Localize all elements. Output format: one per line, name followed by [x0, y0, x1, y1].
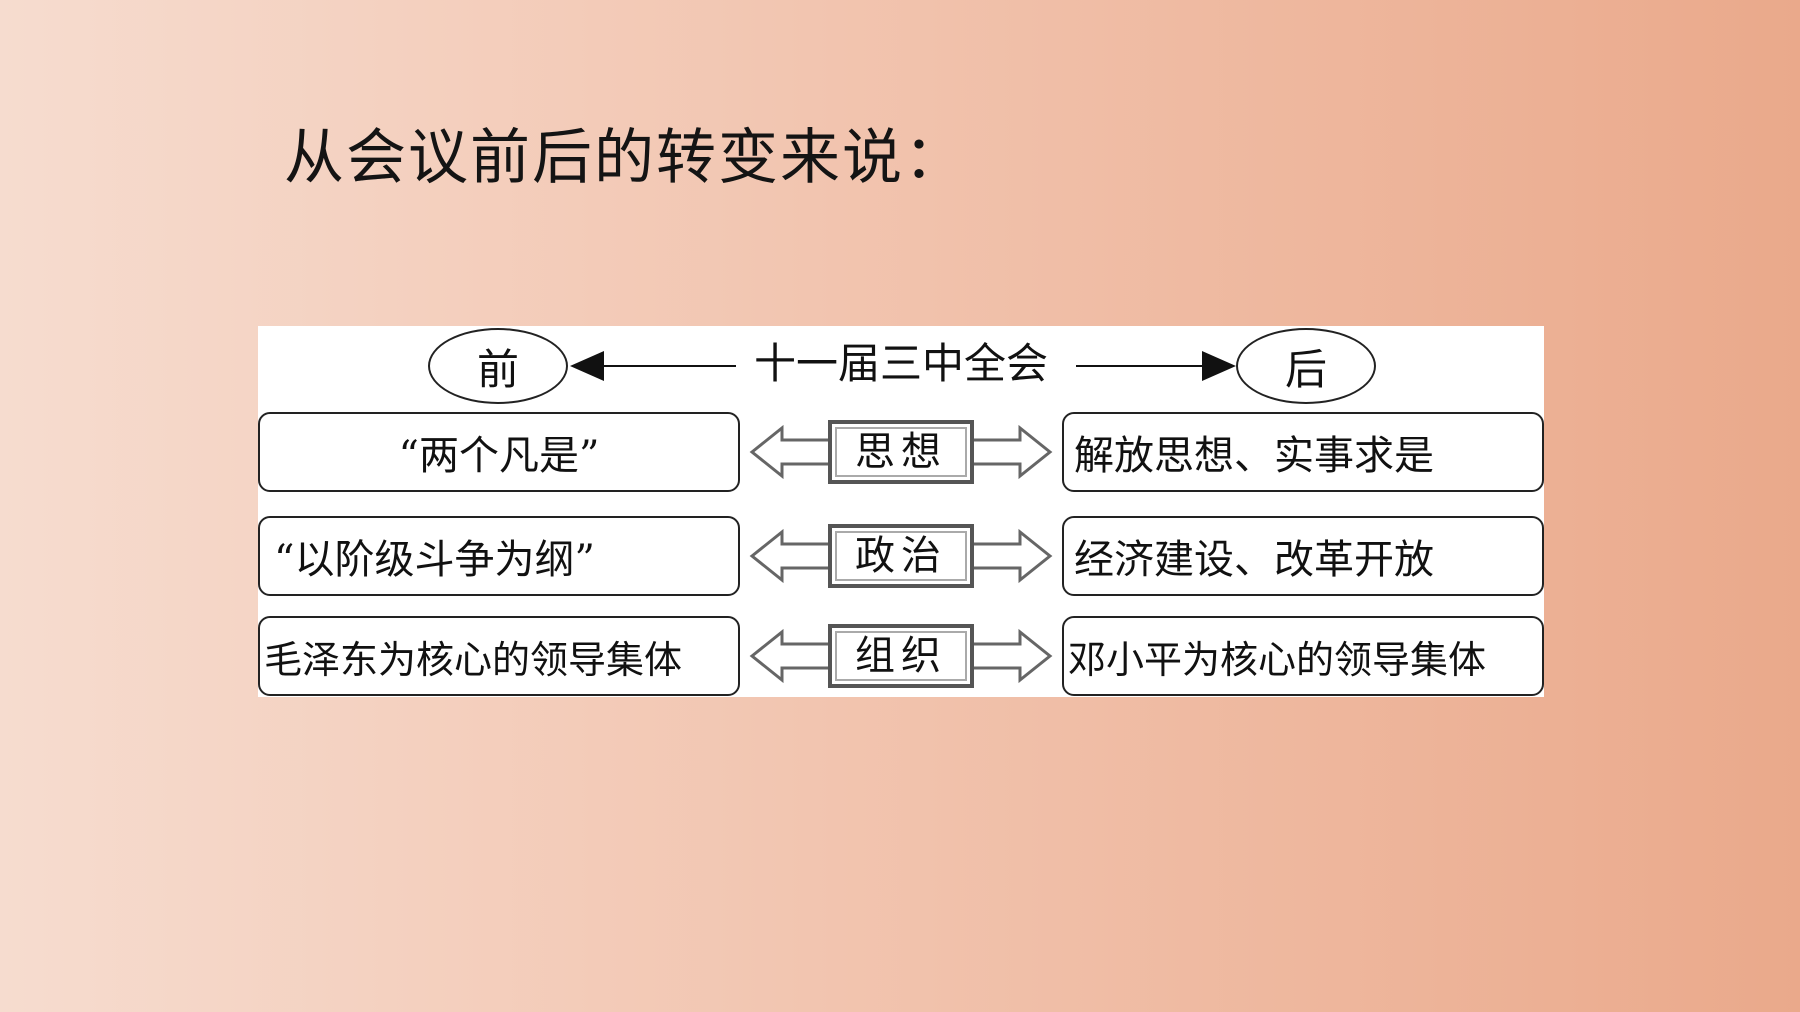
aspect-label: 组织: [855, 633, 947, 679]
before-box-thought: “两个凡是”: [258, 412, 740, 492]
after-box-thought: 解放思想、实事求是: [1062, 412, 1544, 492]
left-arrow-line: [598, 365, 736, 367]
before-text: “以阶级斗争为纲”: [274, 537, 595, 583]
aspect-connector-politics: 政治: [748, 516, 1054, 596]
center-title: 十一届三中全会: [753, 339, 1048, 388]
aspect-connector-thought: 思想: [748, 412, 1054, 492]
right-arrow-line: [1076, 365, 1206, 367]
before-box-politics: “以阶级斗争为纲”: [258, 516, 740, 596]
aspect-label: 政治: [855, 533, 947, 579]
after-text: 经济建设、改革开放: [1074, 537, 1434, 583]
aspect-connector-organization: 组织: [748, 616, 1054, 696]
after-text: 邓小平为核心的领导集体: [1068, 637, 1487, 682]
after-box-organization: 邓小平为核心的领导集体: [1062, 616, 1544, 696]
after-box-politics: 经济建设、改革开放: [1062, 516, 1544, 596]
right-arrow-icon: [1202, 351, 1236, 381]
double-arrow-icon: [749, 420, 1053, 484]
before-text: “两个凡是”: [398, 433, 600, 479]
double-arrow-icon: [749, 624, 1053, 688]
after-label: 后: [1284, 344, 1327, 394]
aspect-label: 思想: [855, 429, 947, 475]
slide-heading: 从会议前后的转变来说：: [284, 123, 966, 193]
before-oval: 前: [428, 328, 568, 404]
comparison-diagram: 前 十一届三中全会 后 “两个凡是” 思想 解放思想、实事求是 “以阶级斗争为纲…: [258, 326, 1544, 697]
after-text: 解放思想、实事求是: [1074, 433, 1434, 479]
before-label: 前: [476, 344, 519, 394]
before-box-organization: 毛泽东为核心的领导集体: [258, 616, 740, 696]
double-arrow-icon: [749, 524, 1053, 588]
after-oval: 后: [1236, 328, 1376, 404]
before-text: 毛泽东为核心的领导集体: [264, 637, 683, 682]
